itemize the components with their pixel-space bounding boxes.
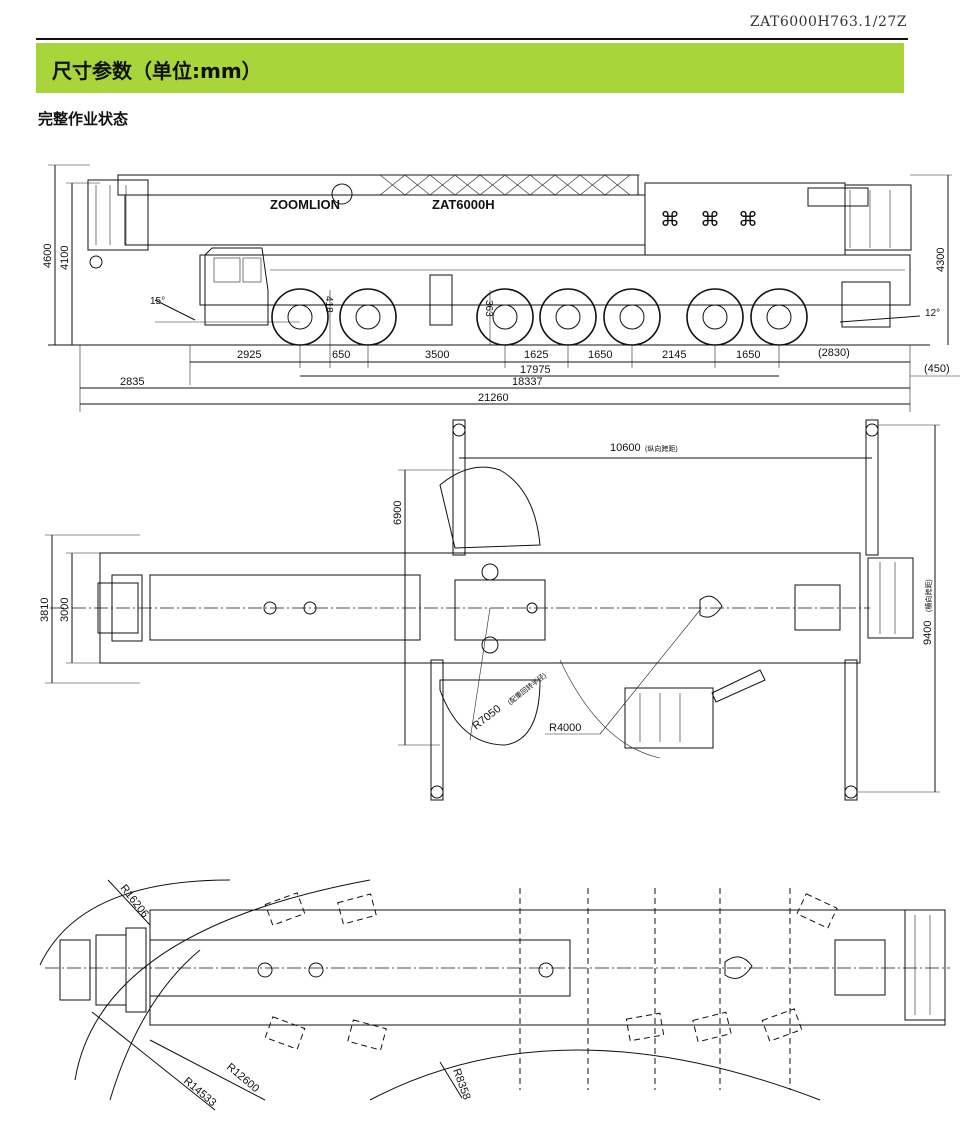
total-length: 21260: [478, 392, 509, 404]
section-subtitle: 完整作业状态: [38, 110, 129, 128]
rear-departure-angle: 12°: [925, 308, 940, 319]
wheel-4: [539, 288, 597, 346]
inside-wheel-arc: [369, 1049, 821, 1101]
boom-top-view: [149, 574, 421, 641]
section-title: 尺寸参数（单位:mm）: [52, 59, 262, 83]
longitudinal-outrigger-span: 10600: [610, 442, 641, 454]
transverse-outrigger-span-note: (横向跨距): [924, 579, 933, 612]
operator-cab-turning: [834, 939, 886, 996]
document-code: ZAT6000H763.1/27Z: [749, 14, 907, 30]
turntable: [454, 579, 546, 641]
boom-head: [87, 179, 149, 251]
axle-spacing-8: (2830): [818, 347, 850, 359]
outrigger-half-span: 6900: [392, 501, 404, 525]
operator-cab-top: [794, 584, 841, 631]
outrigger-rear-upper: [865, 419, 879, 556]
wheel-5: [603, 288, 661, 346]
boom-pivot: [331, 183, 353, 205]
operator-cab-swung: [624, 687, 714, 749]
axle-spacing-2: 650: [332, 349, 350, 361]
cross-mark-icon: ⌘: [738, 209, 758, 231]
width-inner: 3000: [59, 598, 71, 622]
axle-spacing-1: 2925: [237, 349, 261, 361]
cross-mark-icon: ⌘: [700, 209, 720, 231]
overall-height: 4600: [42, 244, 54, 268]
front-overhang: 2835: [120, 376, 144, 388]
counterweight-bottom: [439, 679, 541, 746]
wheels: [271, 288, 808, 346]
carrier-chassis: [199, 254, 911, 306]
turning-radius-front: R12600: [224, 1061, 261, 1095]
wheel-7: [750, 288, 808, 346]
carrier-length: 18337: [512, 376, 543, 388]
turning-radius-boom: R14533: [181, 1075, 218, 1109]
inner-turning-arc: [109, 949, 201, 1101]
rear-overhang: (450): [924, 363, 950, 375]
carrier-body-turning: [149, 909, 946, 1026]
outrigger-front-lower: [430, 659, 444, 801]
boom-model-text: ZAT6000H: [432, 197, 495, 212]
counterweight: [844, 184, 912, 251]
side-view-drawing: ZOOMLION ZAT6000H ⌘ ⌘ ⌘ 15° 12°: [42, 164, 960, 412]
width-outer: 3810: [39, 598, 51, 622]
axle-spacing-5: 1650: [588, 349, 612, 361]
counterweight-top: [439, 466, 541, 549]
wheelbase-total: 17975: [520, 364, 551, 376]
carrier-cab-turning: [904, 909, 946, 1021]
outrigger-rear-lower: [844, 659, 858, 801]
cross-mark-icon: ⌘: [660, 209, 680, 231]
boom-main: [124, 194, 646, 246]
ground-clearance-a: 418: [323, 296, 334, 313]
boom-logo-text: ZOOMLION: [270, 197, 340, 212]
wheel-2: [339, 288, 397, 346]
longitudinal-outrigger-span-note: (纵向跨距): [645, 444, 678, 453]
ground-clearance-b: 363: [483, 300, 494, 317]
boom-top-section: [117, 174, 639, 196]
front-approach-angle: 15°: [150, 296, 165, 307]
tail-swing-radius-note: (配重回转半径): [506, 671, 548, 707]
rear-height: 4300: [935, 248, 947, 272]
axle-spacing-3: 3500: [425, 349, 449, 361]
axle-spacing-6: 2145: [662, 349, 686, 361]
boom-height: 4100: [59, 246, 71, 270]
wheel-6: [686, 288, 744, 346]
transverse-outrigger-span: 9400: [922, 621, 934, 645]
axle-spacing-7: 1650: [736, 349, 760, 361]
cab-window: [213, 257, 241, 283]
section-title-bar: 尺寸参数（单位:mm）: [36, 43, 904, 93]
mid-turning-arc: [74, 879, 371, 1081]
wheel-1: [271, 288, 329, 346]
wheel-3: [476, 288, 534, 346]
axle-spacing-4: 1625: [524, 349, 548, 361]
driver-cab: [204, 247, 269, 326]
turning-radius-drawing: R16206 R14533 R12600 R8358: [39, 879, 950, 1111]
header-rule: [36, 38, 908, 40]
carrier-cab-top: [867, 557, 914, 639]
tail-swing-radius: R7050: [470, 703, 503, 732]
small-radius: R4000: [549, 722, 581, 734]
top-view-drawing: 10600 (纵向跨距) 6900 3810 3000 9400 (横向跨距) …: [39, 419, 940, 801]
outrigger-front-upper: [452, 419, 466, 556]
boom-turning-view: [149, 939, 571, 997]
outer-turning-arc: [39, 879, 231, 966]
